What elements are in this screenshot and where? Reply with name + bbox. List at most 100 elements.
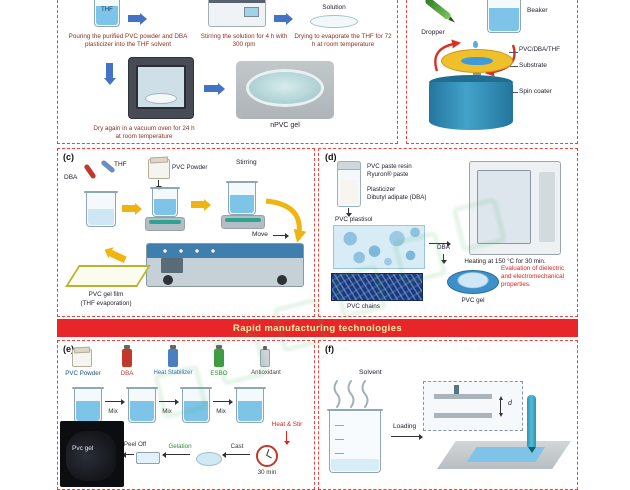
- film-label-1: PVC gel film: [88, 291, 124, 298]
- plastisol-label: PVC plastisol: [335, 216, 373, 223]
- pvc-chains-image: [331, 273, 423, 301]
- solution-label: Solution: [322, 4, 346, 11]
- panel-c-film-casting: (c) DBA THF PVC Powder Stirring Move PVC…: [57, 148, 315, 317]
- gel-dish-photo: [236, 61, 334, 119]
- panel-c-tag: (c): [63, 152, 74, 162]
- liquid: [88, 209, 114, 225]
- small-arrow-right-icon: [391, 436, 419, 438]
- liquid: [184, 400, 208, 421]
- thf-beaker-icon: [94, 0, 120, 27]
- loading-label: Loading: [393, 423, 417, 430]
- dba-vial-icon: [83, 163, 97, 180]
- cast-dish-icon: [196, 452, 222, 466]
- pvc-gel-dish-icon: [447, 270, 499, 294]
- photo-label: Pvc gel: [72, 445, 94, 452]
- mixing-beaker-icon: [72, 387, 104, 423]
- panel-e-tag: (e): [63, 344, 74, 354]
- cast-label: Cast: [230, 443, 244, 450]
- plasticizer-label-1: Plasticizer: [367, 186, 396, 193]
- antioxidant-bottle-icon: [260, 346, 270, 367]
- mix-label: Mix: [216, 408, 226, 415]
- beaker-icon: [150, 187, 180, 217]
- panel-f-direct-writing: (f) Solvent Loading d: [318, 340, 578, 490]
- thf-label: THF: [114, 161, 127, 168]
- label-line: [511, 92, 518, 93]
- arrow-right-icon: [274, 15, 286, 22]
- wheel-icon: [277, 275, 287, 285]
- banner-label: Rapid manufacturing technologies: [232, 322, 403, 334]
- panel-b-spin-coating: Dropper Beaker PVC/DBA/THF Substrate Spi…: [406, 0, 578, 144]
- arrow-right-icon: [128, 15, 140, 22]
- resin-jar-icon: [337, 161, 361, 207]
- thf-label: THF: [101, 7, 113, 13]
- resin-label-1: PVC paste resin: [367, 163, 412, 170]
- stabilizer-bottle-icon: [168, 345, 178, 367]
- small-arrow-left-icon: [166, 454, 190, 456]
- evaluation-label: Evaluation of dielectric and electromech…: [501, 265, 565, 289]
- stabilizer-label: Heat Stabilizer: [153, 370, 193, 376]
- antioxidant-label: Antioxidant: [251, 370, 281, 376]
- dropper-icon: [424, 0, 452, 21]
- schematic-inset: d: [423, 381, 523, 431]
- heating-oven-icon: [469, 161, 561, 255]
- panel-d-plastisol: (d) PVC paste resin Ryuron® paste Plasti…: [318, 148, 578, 317]
- panel-e-rapid-mixing: (e) PVC Powder DBA Heat Stabilizer ESBO …: [57, 340, 315, 490]
- label-line: [510, 66, 518, 67]
- layer-bar: [434, 413, 492, 418]
- mix-label: Mix: [162, 408, 172, 415]
- layer-bar: [434, 394, 492, 399]
- dba-bottle-icon: [122, 345, 132, 367]
- arrow-down-left-icon: [109, 249, 127, 264]
- spin-coater-body-icon: [429, 82, 513, 130]
- beaker-icon: [84, 191, 118, 227]
- solution-dish-icon: [310, 15, 358, 28]
- stirrer-base-icon: [145, 217, 185, 231]
- step1-caption: Pouring the purified PVC powder and DBA …: [68, 33, 188, 49]
- heat-stir-label: Heat & Stir: [271, 421, 303, 428]
- thickness-arrow-icon: [500, 400, 502, 413]
- esbo-label: ESBO: [210, 370, 228, 377]
- small-arrow-right-icon: [429, 243, 447, 245]
- step2-caption: Stirring the solution for 4 h with 300 r…: [200, 33, 288, 49]
- stirrer-machine-icon: [208, 0, 266, 27]
- small-arrow-down-icon: [348, 208, 350, 213]
- small-arrow-right-icon: [159, 401, 175, 403]
- dba-label: DBA: [437, 244, 450, 251]
- resin-label-2: Ryuron® paste: [367, 171, 409, 178]
- plastisol-image: [333, 225, 425, 269]
- vacuum-oven-icon: [128, 57, 194, 119]
- spin-coater-label: Spin coater: [519, 88, 552, 95]
- peel-off-label: Peel Off: [123, 441, 147, 448]
- beaker-icon: [226, 181, 258, 215]
- arrow-down-icon: [106, 63, 113, 78]
- gel-film-icon: [65, 265, 151, 287]
- stylus-icon: [527, 395, 536, 447]
- small-arrow-left-icon: [126, 454, 134, 456]
- small-arrow-right-icon: [273, 235, 285, 237]
- mix-label: Mix: [108, 408, 118, 415]
- stirrer-base-icon: [221, 215, 265, 229]
- banner: Rapid manufacturing technologies: [57, 319, 578, 337]
- pvc-powder-label: PVC Powder: [65, 370, 101, 377]
- beaker-icon: [487, 0, 521, 33]
- clock-icon: [256, 445, 278, 467]
- esbo-bottle-icon: [214, 345, 224, 367]
- result-label: nPVC gel: [270, 122, 300, 129]
- film-label-2: (THF evaporation): [80, 300, 132, 307]
- pvc-powder-label: PVC Powder: [172, 164, 208, 171]
- liquid: [230, 194, 254, 213]
- liquid: [238, 400, 262, 421]
- control-band: [147, 244, 303, 258]
- liquid: [331, 459, 379, 471]
- mixing-beaker-icon: [180, 387, 212, 423]
- substrate-disc-icon: [441, 49, 513, 73]
- substrate-label: Substrate: [519, 62, 547, 69]
- steam-icon: [333, 380, 369, 408]
- gelation-label: Gelation: [168, 443, 192, 450]
- small-arrow-right-icon: [213, 401, 229, 403]
- mixing-beaker-icon: [126, 387, 158, 423]
- beaker-label: Beaker: [527, 7, 548, 14]
- oven-caption: Dry again in a vacuum oven for 24 h at r…: [93, 125, 195, 141]
- gel-label: PVC gel: [461, 297, 485, 304]
- step3-caption: Drying to evaporate the THF for 72 h at …: [294, 33, 392, 49]
